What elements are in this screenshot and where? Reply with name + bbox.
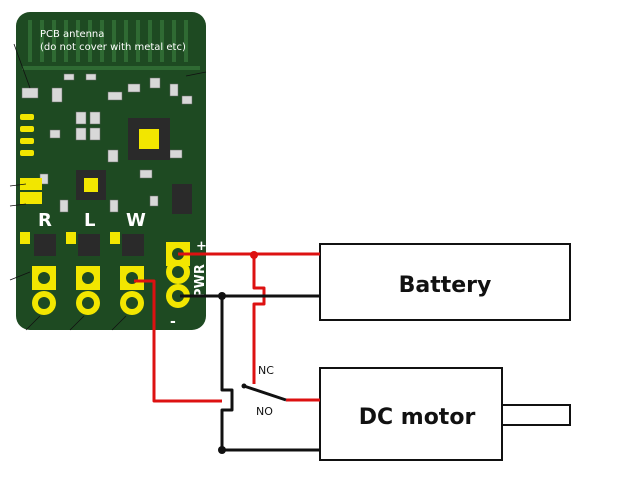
antenna-note-line2: (do not cover with metal etc) [40,42,186,53]
motor-box: DC motor [319,367,571,461]
ground-junction-bottom [218,446,226,454]
channel-label-w: W [126,210,146,231]
power-plus-label: + [196,239,207,254]
battery-plus-junction [250,251,258,259]
power-minus-label: - [170,314,176,330]
power-pins [166,242,190,308]
edge-pads [20,114,120,244]
antenna-note-line1: PCB antenna [40,29,104,40]
switch-nc-label: NC [258,364,274,377]
pcb-board: PCB antenna (do not cover with metal etc… [9,12,208,331]
switch-no-label: NO [256,405,273,418]
ground-junction-top [218,292,226,300]
motor-label: DC motor [359,405,476,430]
channel-label-l: L [84,210,95,231]
switch-pivot [241,383,247,389]
channel-label-r: R [38,210,52,231]
leader-lines [9,43,207,331]
power-label: PWR [193,264,208,298]
ic-chips [34,118,192,256]
output-pins [32,266,144,315]
battery-box: Battery [319,243,571,321]
smd-components [21,73,193,213]
pcb-antenna-trace [22,20,200,70]
battery-label: Battery [399,273,492,298]
